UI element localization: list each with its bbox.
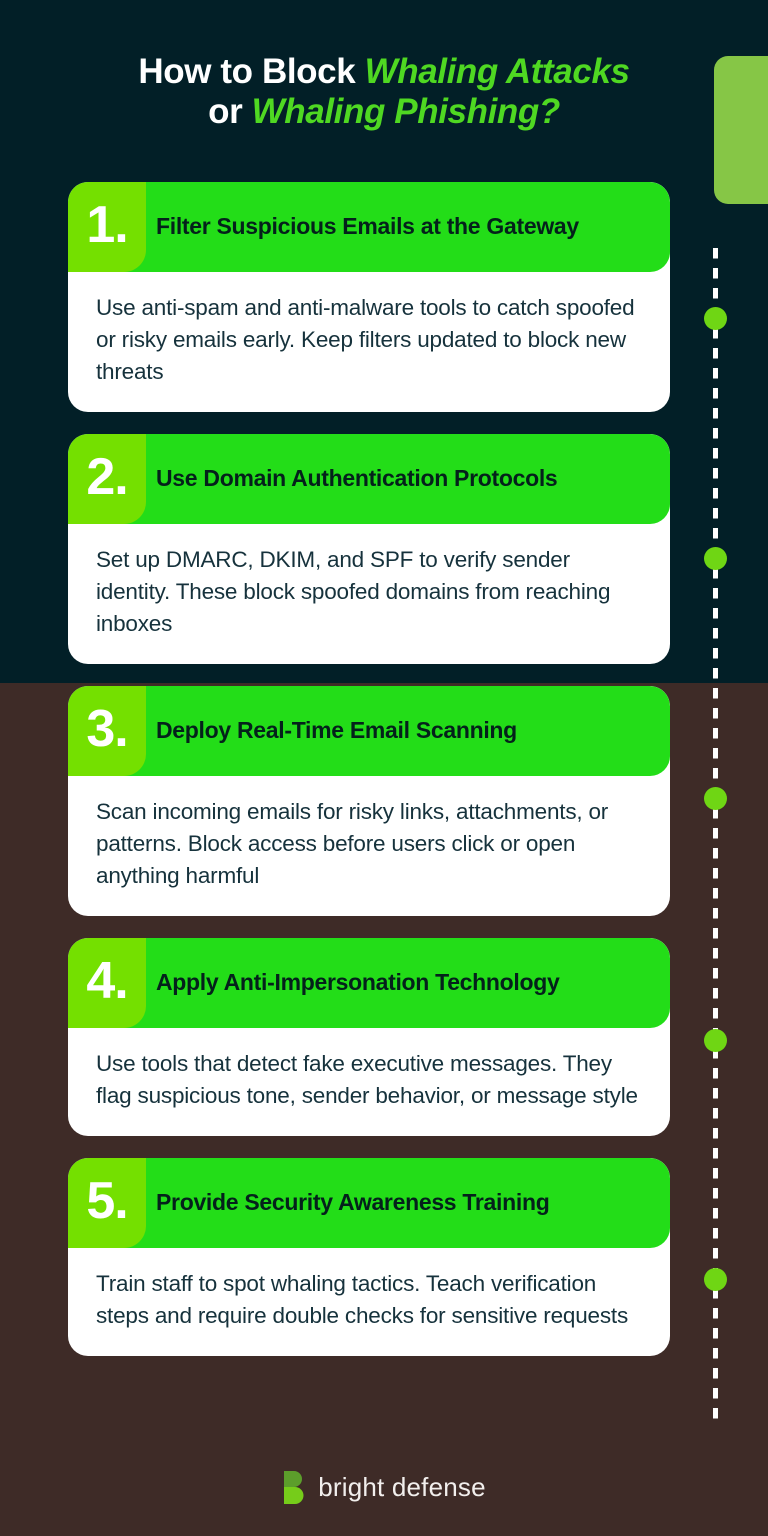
accent-panel bbox=[714, 56, 768, 204]
step-card-header: 4. Apply Anti-Impersonation Technology bbox=[68, 938, 670, 1028]
title-line2-plain: or bbox=[208, 92, 252, 131]
step-card-body: Use anti-spam and anti-malware tools to … bbox=[96, 295, 635, 384]
step-card-header: 1. Filter Suspicious Emails at the Gatewa… bbox=[68, 182, 670, 272]
step-card-title: Provide Security Awareness Training bbox=[156, 1188, 550, 1215]
timeline-dot-5 bbox=[704, 1267, 727, 1291]
timeline-dot-1 bbox=[704, 306, 727, 330]
title-line1-highlight: Whaling Attacks bbox=[364, 52, 630, 91]
title-line1-plain: How to Block bbox=[138, 52, 365, 91]
timeline-dot-4 bbox=[704, 1028, 727, 1052]
page-title: How to Block Whaling Attacks or Whaling … bbox=[0, 52, 768, 132]
step-card: 1. Filter Suspicious Emails at the Gatewa… bbox=[68, 182, 670, 412]
step-number-badge: 2. bbox=[68, 434, 146, 524]
title-line2-highlight: Whaling Phishing? bbox=[251, 92, 561, 131]
step-card-body: Train staff to spot whaling tactics. Tea… bbox=[96, 1271, 629, 1328]
step-card-header: 5. Provide Security Awareness Training bbox=[68, 1158, 670, 1248]
step-card-header: 2. Use Domain Authentication Protocols bbox=[68, 434, 670, 524]
step-card-title: Apply Anti-Impersonation Technology bbox=[156, 968, 560, 995]
timeline-dot-3 bbox=[704, 786, 727, 810]
step-card-body: Scan incoming emails for risky links, at… bbox=[96, 799, 609, 888]
step-card-title: Deploy Real-Time Email Scanning bbox=[156, 716, 517, 743]
footer-branding: bright defense bbox=[0, 1470, 768, 1504]
step-number-badge: 3. bbox=[68, 686, 146, 776]
bright-defense-logo-icon bbox=[282, 1470, 306, 1504]
timeline bbox=[704, 248, 727, 1422]
brand-name: bright defense bbox=[318, 1471, 486, 1502]
step-number-badge: 5. bbox=[68, 1158, 146, 1248]
timeline-dot-2 bbox=[704, 546, 727, 570]
step-number-badge: 4. bbox=[68, 938, 146, 1028]
step-card-body: Set up DMARC, DKIM, and SPF to verify se… bbox=[96, 547, 611, 636]
step-card-header: 3. Deploy Real-Time Email Scanning bbox=[68, 686, 670, 776]
step-number-badge: 1. bbox=[68, 182, 146, 272]
step-card-title: Filter Suspicious Emails at the Gateway bbox=[156, 212, 579, 239]
step-card-list: 1. Filter Suspicious Emails at the Gatewa… bbox=[68, 182, 670, 1378]
timeline-dashed-line bbox=[713, 248, 718, 1422]
step-card-body: Use tools that detect fake executive mes… bbox=[96, 1051, 638, 1108]
step-card-title: Use Domain Authentication Protocols bbox=[156, 464, 558, 491]
